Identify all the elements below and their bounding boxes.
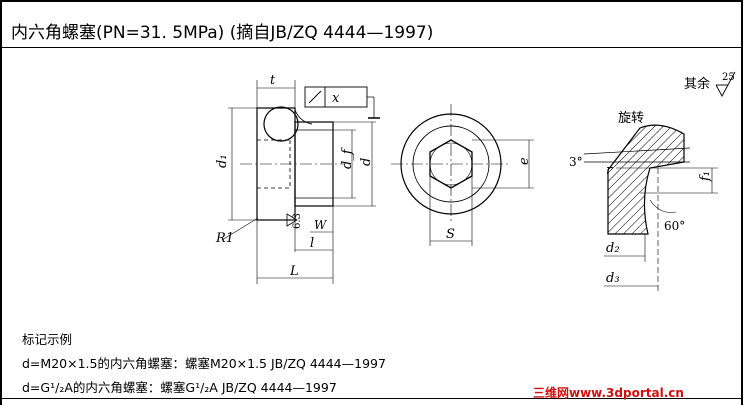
rotation-label: 旋转 — [618, 111, 644, 126]
detail-view — [583, 71, 736, 292]
frame-bottom-border — [0, 398, 742, 399]
angle-3: 3° — [569, 155, 583, 169]
dim-f1: f₁ — [698, 171, 713, 182]
dim-L: L — [289, 264, 299, 279]
surface-rest-label: 其余 — [684, 76, 710, 92]
dim-e: e — [517, 157, 532, 165]
dim-R1: R1 — [215, 231, 234, 246]
frame-right-border — [741, 0, 743, 405]
dim-x: x — [332, 91, 340, 106]
frame-top-border — [0, 0, 742, 2]
angle-60: 60° — [664, 219, 685, 233]
watermark: 三维网www.3dportal.cn — [533, 386, 684, 400]
dim-t: t — [270, 73, 276, 88]
dim-d: d — [359, 158, 374, 166]
frame-left-border — [0, 0, 2, 405]
marking-examples: 标记示例 d=M20×1.5的内六角螺塞：螺塞M20×1.5 JB/ZQ 444… — [22, 328, 386, 400]
notes-line-2: d=G¹/₂A的内六角螺塞：螺塞G¹/₂A JB/ZQ 4444—1997 — [22, 380, 337, 395]
dim-S: S — [446, 227, 455, 242]
dim-r: r — [606, 163, 613, 178]
dim-d1: d₁ — [215, 154, 230, 168]
front-view — [391, 104, 534, 246]
dim-d2: d₂ — [606, 241, 620, 256]
roughness-6-3: 6.3 — [292, 213, 303, 229]
dim-l: l — [310, 236, 314, 251]
dim-df: d_f — [340, 147, 355, 169]
side-view — [221, 80, 380, 284]
dim-W: W — [314, 218, 328, 232]
page-title: 内六角螺塞(PN=31. 5MPa) (摘自JB/ZQ 4444—1997) — [11, 23, 434, 43]
title-divider — [0, 47, 742, 48]
notes-line-1: d=M20×1.5的内六角螺塞：螺塞M20×1.5 JB/ZQ 4444—199… — [22, 356, 386, 371]
dim-d3: d₃ — [606, 271, 620, 286]
surface-roughness-value: 25 — [722, 72, 735, 83]
notes-heading: 标记示例 — [22, 332, 73, 347]
